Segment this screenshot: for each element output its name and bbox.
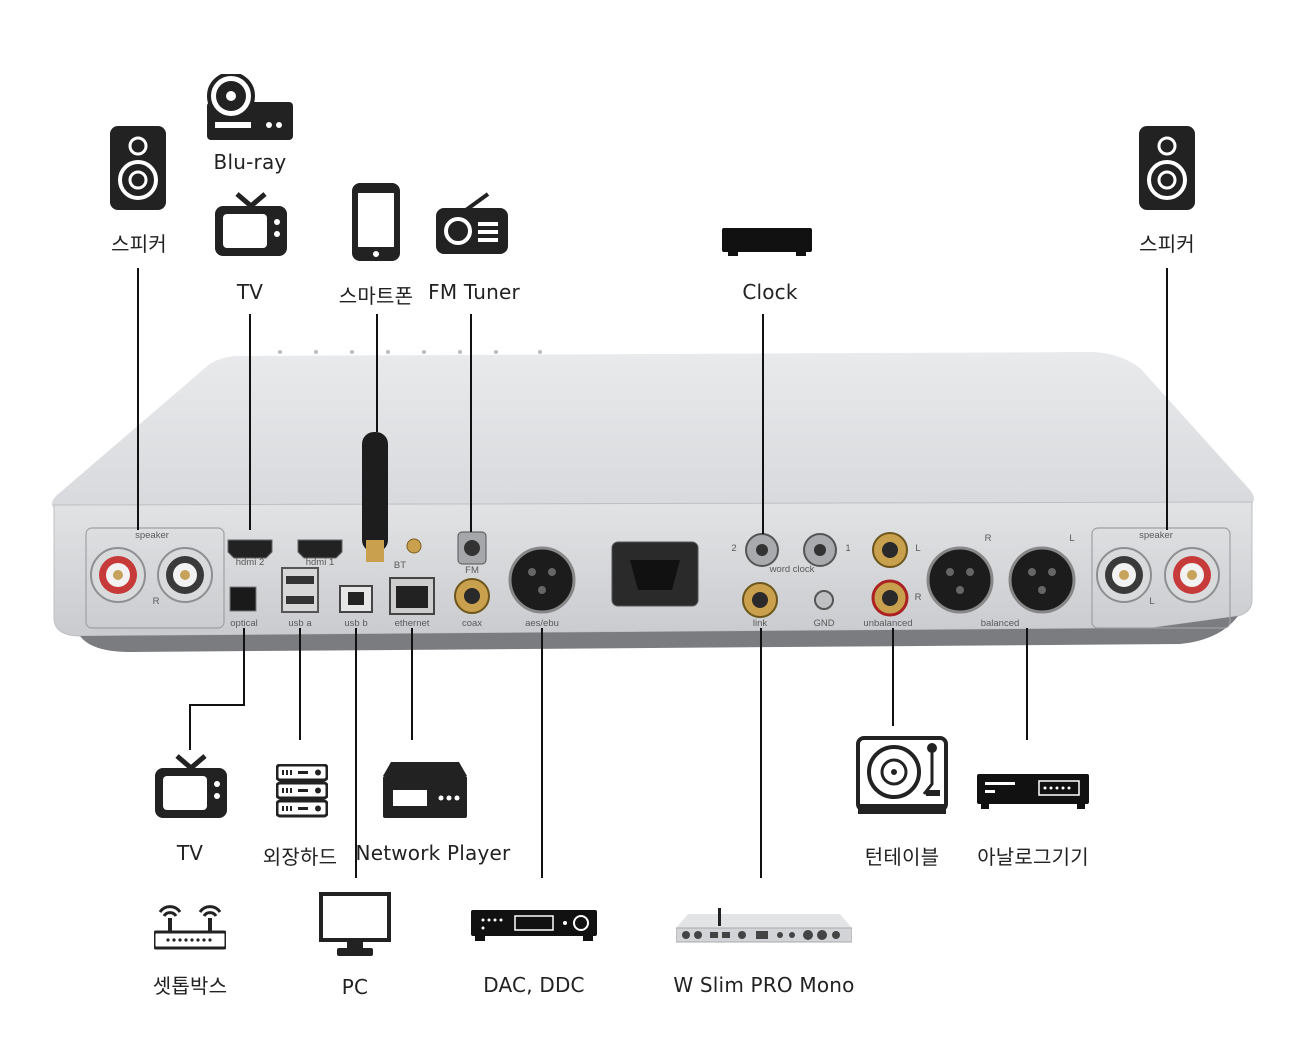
panel-label-usb-a: usb a — [288, 618, 312, 629]
line-optical-v — [243, 628, 245, 706]
cassette-deck-icon — [977, 774, 1089, 809]
clock-device-icon — [722, 228, 812, 256]
line-usb-a — [299, 628, 301, 740]
label-tv-top: TV — [236, 280, 264, 304]
binding-post-black-left — [157, 547, 213, 603]
label-pc: PC — [341, 975, 369, 999]
binding-post-red-left — [90, 547, 146, 603]
panel-label-bt: BT — [393, 560, 407, 571]
amplifier-icon — [676, 908, 852, 943]
hdmi1-port — [297, 539, 343, 559]
line-unbalanced — [892, 628, 894, 726]
top-dots — [278, 350, 542, 354]
tv-icon — [155, 754, 227, 818]
panel-label-r-left: R — [152, 596, 160, 607]
radio-icon — [436, 192, 508, 254]
label-dac-ddc: DAC, DDC — [483, 973, 585, 997]
line-aes — [541, 628, 543, 878]
label-smartphone: 스마트폰 — [338, 284, 414, 308]
usb-a-ports — [281, 567, 319, 613]
network-player-icon — [383, 762, 467, 818]
line-link — [760, 628, 762, 878]
chassis-top — [51, 352, 1255, 508]
panel-label-balanced: balanced — [980, 618, 1020, 629]
speaker-icon — [110, 126, 166, 210]
label-tv-bottom: TV — [176, 841, 204, 865]
panel-label-aes-ebu: aes/ebu — [525, 618, 559, 629]
panel-label-optical: optical — [230, 618, 258, 629]
panel-label-link: link — [752, 618, 768, 629]
line-optical-h — [189, 704, 245, 706]
panel-label-hdmi2: hdmi 2 — [235, 557, 265, 568]
speaker-icon — [1139, 126, 1195, 210]
panel-label-speaker-right: speaker — [1139, 530, 1173, 541]
label-fm-tuner: FM Tuner — [428, 280, 520, 304]
panel-label-unb-r: R — [914, 592, 922, 603]
optical-port — [229, 586, 257, 612]
panel-label-hdmi1: hdmi 1 — [305, 557, 335, 568]
gnd-post — [814, 590, 834, 610]
line-fm-tuner — [470, 314, 472, 532]
tv-icon — [215, 192, 287, 256]
balanced-r-xlr — [926, 546, 994, 614]
smartphone-icon — [352, 183, 400, 261]
line-clock — [762, 314, 764, 534]
line-ethernet — [411, 628, 413, 740]
panel-label-unbalanced: unbalanced — [863, 618, 913, 629]
panel-label-l-right: L — [1149, 596, 1155, 607]
label-blu-ray: Blu-ray — [213, 150, 287, 174]
monitor-icon — [319, 892, 391, 956]
turntable-icon — [856, 736, 948, 814]
panel-label-usb-b: usb b — [344, 618, 368, 629]
line-tv-top — [249, 314, 251, 530]
hdd-rack-icon — [276, 764, 328, 818]
label-external-hdd: 외장하드 — [262, 845, 338, 869]
panel-label-word-clock: word clock — [769, 564, 815, 575]
label-turntable: 턴테이블 — [864, 845, 940, 869]
label-settop-box: 셋톱박스 — [152, 974, 228, 998]
binding-post-black-right — [1096, 547, 1152, 603]
label-network-player: Network Player — [355, 841, 511, 865]
line-balanced — [1026, 628, 1028, 740]
label-analog-device: 아날로그기기 — [977, 845, 1089, 869]
line-speaker-left — [137, 268, 139, 530]
line-smartphone — [376, 314, 378, 432]
label-speaker-right: 스피커 — [1139, 232, 1195, 256]
line-optical-v2 — [189, 704, 191, 750]
panel-label-gnd: GND — [813, 618, 835, 629]
aes-xlr — [508, 546, 576, 614]
panel-label-speaker-left: speaker — [135, 530, 169, 541]
label-speaker-left: 스피커 — [111, 232, 167, 256]
hdmi2-port — [227, 539, 273, 559]
line-usb-b — [355, 628, 357, 878]
dac-icon — [471, 910, 597, 941]
panel-label-wc-2: 2 — [731, 543, 737, 554]
bt-sma — [406, 538, 422, 554]
binding-post-red-right — [1164, 547, 1220, 603]
label-clock: Clock — [742, 280, 798, 304]
label-w-slim: W Slim PRO Mono — [673, 973, 855, 997]
panel-label-wc-1: 1 — [845, 543, 851, 554]
bluray-player-icon — [207, 74, 293, 140]
panel-label-coax: coax — [461, 618, 483, 629]
router-icon — [154, 905, 226, 950]
panel-label-fm: FM — [465, 565, 479, 576]
balanced-l-xlr — [1008, 546, 1076, 614]
panel-label-ethernet: ethernet — [394, 618, 430, 629]
panel-label-bal-r: R — [984, 533, 992, 544]
bt-antenna — [362, 432, 388, 562]
panel-label-unb-l: L — [915, 543, 921, 554]
panel-label-bal-l: L — [1069, 533, 1075, 544]
chassis-shadow — [80, 616, 1238, 652]
line-speaker-right — [1166, 268, 1168, 530]
speaker-frame-left — [85, 527, 225, 629]
speaker-frame-right — [1091, 527, 1231, 629]
